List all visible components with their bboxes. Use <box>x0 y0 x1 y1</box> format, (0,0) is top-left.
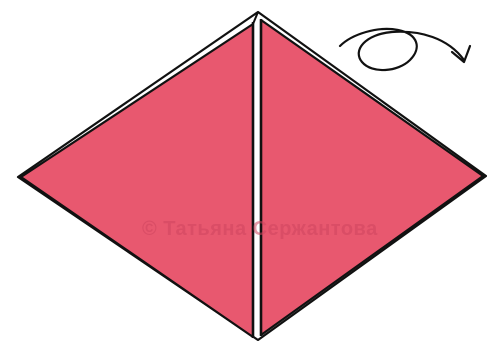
rotate-arrow-icon <box>340 29 470 70</box>
right-flap <box>261 20 483 335</box>
left-flap <box>21 24 253 337</box>
